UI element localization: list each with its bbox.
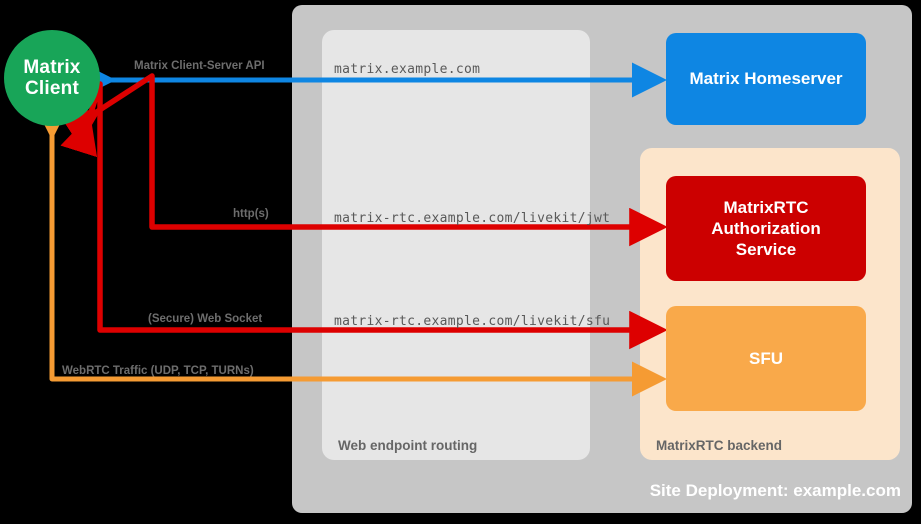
web-endpoint-routing-container [322, 30, 590, 460]
node-matrixrtc-authorization-service[interactable]: MatrixRTC Authorization Service [666, 176, 866, 281]
endpoint-livekit-sfu: matrix-rtc.example.com/livekit/sfu [334, 314, 611, 329]
endpoint-livekit-jwt: matrix-rtc.example.com/livekit/jwt [334, 211, 611, 226]
protocol-label-client-server-api: Matrix Client-Server API [134, 60, 265, 72]
web-endpoint-routing-caption: Web endpoint routing [338, 438, 478, 453]
node-matrix-client[interactable]: Matrix Client [4, 30, 100, 126]
node-sfu[interactable]: SFU [666, 306, 866, 411]
protocol-label-webrtc: WebRTC Traffic (UDP, TCP, TURNs) [62, 365, 254, 377]
site-deployment-caption: Site Deployment: example.com [649, 481, 901, 500]
protocol-label-https: http(s) [233, 208, 269, 220]
auth-service-label-line2: Authorization [711, 218, 821, 238]
auth-service-label-line1: MatrixRTC [723, 197, 809, 217]
matrix-client-label-line2: Client [25, 78, 79, 99]
node-matrix-homeserver[interactable]: Matrix Homeserver [666, 33, 866, 125]
matrixrtc-backend-caption: MatrixRTC backend [656, 438, 783, 453]
endpoint-matrix-example-com: matrix.example.com [334, 62, 481, 77]
sfu-label: SFU [749, 348, 783, 368]
matrix-client-label-line1: Matrix [23, 56, 81, 78]
protocol-label-websocket: (Secure) Web Socket [148, 313, 263, 325]
auth-service-label-line3: Service [735, 240, 797, 260]
matrix-homeserver-label: Matrix Homeserver [689, 69, 843, 88]
